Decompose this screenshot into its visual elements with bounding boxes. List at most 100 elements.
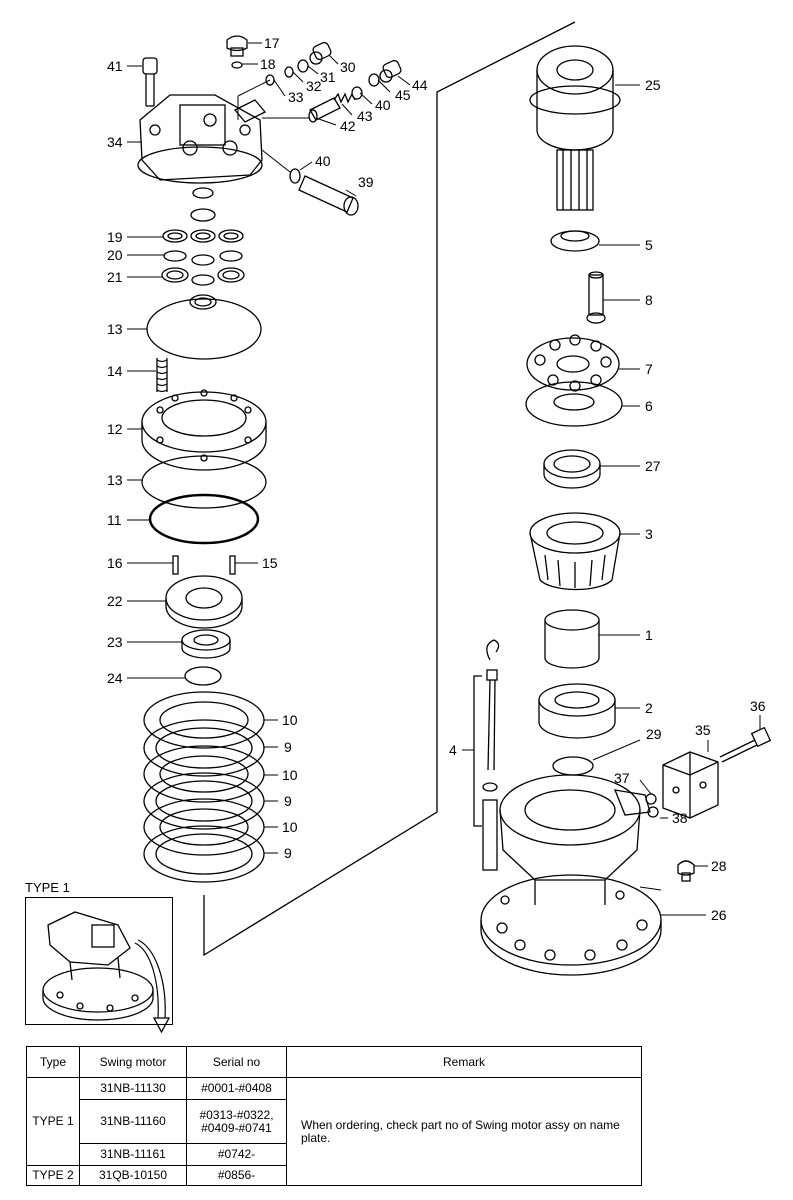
callout-40: 40 [315,153,331,169]
cell-type1: TYPE 1 [26,1077,80,1166]
callout-29: 29 [646,726,662,742]
callout-4: 4 [449,742,457,758]
callout-43: 43 [357,108,373,124]
cell-serial: #0313-#0322, #0409-#0741 [186,1099,287,1144]
plug-30 [309,41,332,65]
type1-motor-illustration [42,911,171,1034]
callout-21: 21 [107,269,123,285]
spring-14 [156,358,168,393]
oring-32 [284,66,294,78]
oring-13-top [146,298,262,360]
shoe-5 [550,230,600,252]
callout-10-c: 10 [282,819,298,835]
plug-17 [226,35,248,57]
callout-16: 16 [107,555,123,571]
table-row: TYPE 2 31QB-10150 #0856- [26,1165,642,1186]
callout-27: 27 [645,458,661,474]
callout-5: 5 [645,237,653,253]
snap-ring-29 [552,756,594,776]
shaft-25 [529,45,621,211]
callout-9-b: 9 [284,793,292,809]
swash-plate-6 [525,381,623,427]
bolt-41 [142,57,158,107]
table-row: 31NB-11161 #0742- [27,1143,642,1166]
housing-34 [137,94,267,184]
callout-6: 6 [645,398,653,414]
callout-20: 20 [107,247,123,263]
piston-8 [586,271,606,324]
header-remark: Remark [286,1046,642,1078]
spool-39 [298,175,359,216]
callout-41: 41 [107,58,123,74]
callout-31: 31 [320,69,336,85]
callout-34: 34 [107,134,123,150]
callout-17: 17 [264,35,280,51]
callout-33: 33 [288,89,304,105]
oring-31 [297,59,309,73]
callout-13: 13 [107,472,123,488]
oring-40 [289,168,301,184]
disc-stack [143,691,265,883]
oring-45 [368,73,380,87]
callout-2: 2 [645,700,653,716]
cell-motor: 31NB-11160 [79,1099,187,1144]
callout-35: 35 [695,722,711,738]
swing-motor-table: Type Swing motor Serial no Remark TYPE 1… [26,1046,642,1186]
plug-28 [677,860,695,882]
retainer-plate-7 [526,334,620,392]
spring-43 [333,92,356,104]
table-row: 31NB-11160 #0313-#0322, #0409-#0741 [27,1099,642,1144]
cell-type2: TYPE 2 [26,1165,80,1186]
callout-32: 32 [306,78,322,94]
cell-serial: #0856- [186,1165,287,1186]
callout-36: 36 [750,698,766,714]
callout-9-c: 9 [284,845,292,861]
callout-1: 1 [645,627,653,643]
ring-27 [543,449,601,489]
callout-42: 42 [340,118,356,134]
piston-12 [141,389,267,471]
table-header-row: Type Swing motor Serial no Remark [26,1046,642,1078]
cell-motor: 31NB-11130 [79,1077,187,1100]
cell-serial: #0001-#0408 [186,1077,287,1100]
callout-labels: 41 17 18 30 32 31 44 33 45 40 42 43 34 4… [107,35,766,923]
callout-40-top: 40 [375,97,391,113]
callout-38: 38 [672,810,688,826]
callout-10-a: 10 [282,712,298,728]
seal-stack [161,187,245,310]
plate-22 [165,575,243,629]
cell-remark: When ordering, check part no of Swing mo… [286,1077,642,1186]
callout-18: 18 [260,56,276,72]
callout-45: 45 [395,87,411,103]
type1-label: TYPE 1 [25,880,70,895]
leader-lines [127,42,761,916]
table-row: TYPE 1 31NB-11130 #0001-#0408 When order… [26,1077,642,1186]
cell-serial: #0742- [186,1143,287,1166]
callout-22: 22 [107,593,123,609]
dipstick-4 [482,639,500,871]
callout-13-top: 13 [107,321,123,337]
plug-44 [379,59,402,83]
bushing-1 [544,609,600,669]
callout-19: 19 [107,229,123,245]
callout-3: 3 [645,526,653,542]
bolt-36 [719,726,772,763]
callout-8: 8 [645,292,653,308]
taper-bearing-3 [529,512,621,591]
valve-42 [308,97,341,123]
callout-24: 24 [107,670,123,686]
pin-15 [229,555,236,575]
header-serial-no: Serial no [186,1046,287,1078]
housing-26 [480,774,662,976]
callout-9-a: 9 [284,739,292,755]
oring-11 [148,493,260,545]
header-swing-motor: Swing motor [79,1046,187,1078]
cell-motor: 31QB-10150 [79,1165,187,1186]
section-divider-line [203,21,576,957]
callout-28: 28 [711,858,727,874]
header-type: Type [26,1046,80,1078]
callout-25: 25 [645,77,661,93]
cell-serial-line1: #0313-#0322, [199,1107,274,1122]
cell-motor: 31NB-11161 [79,1143,187,1166]
